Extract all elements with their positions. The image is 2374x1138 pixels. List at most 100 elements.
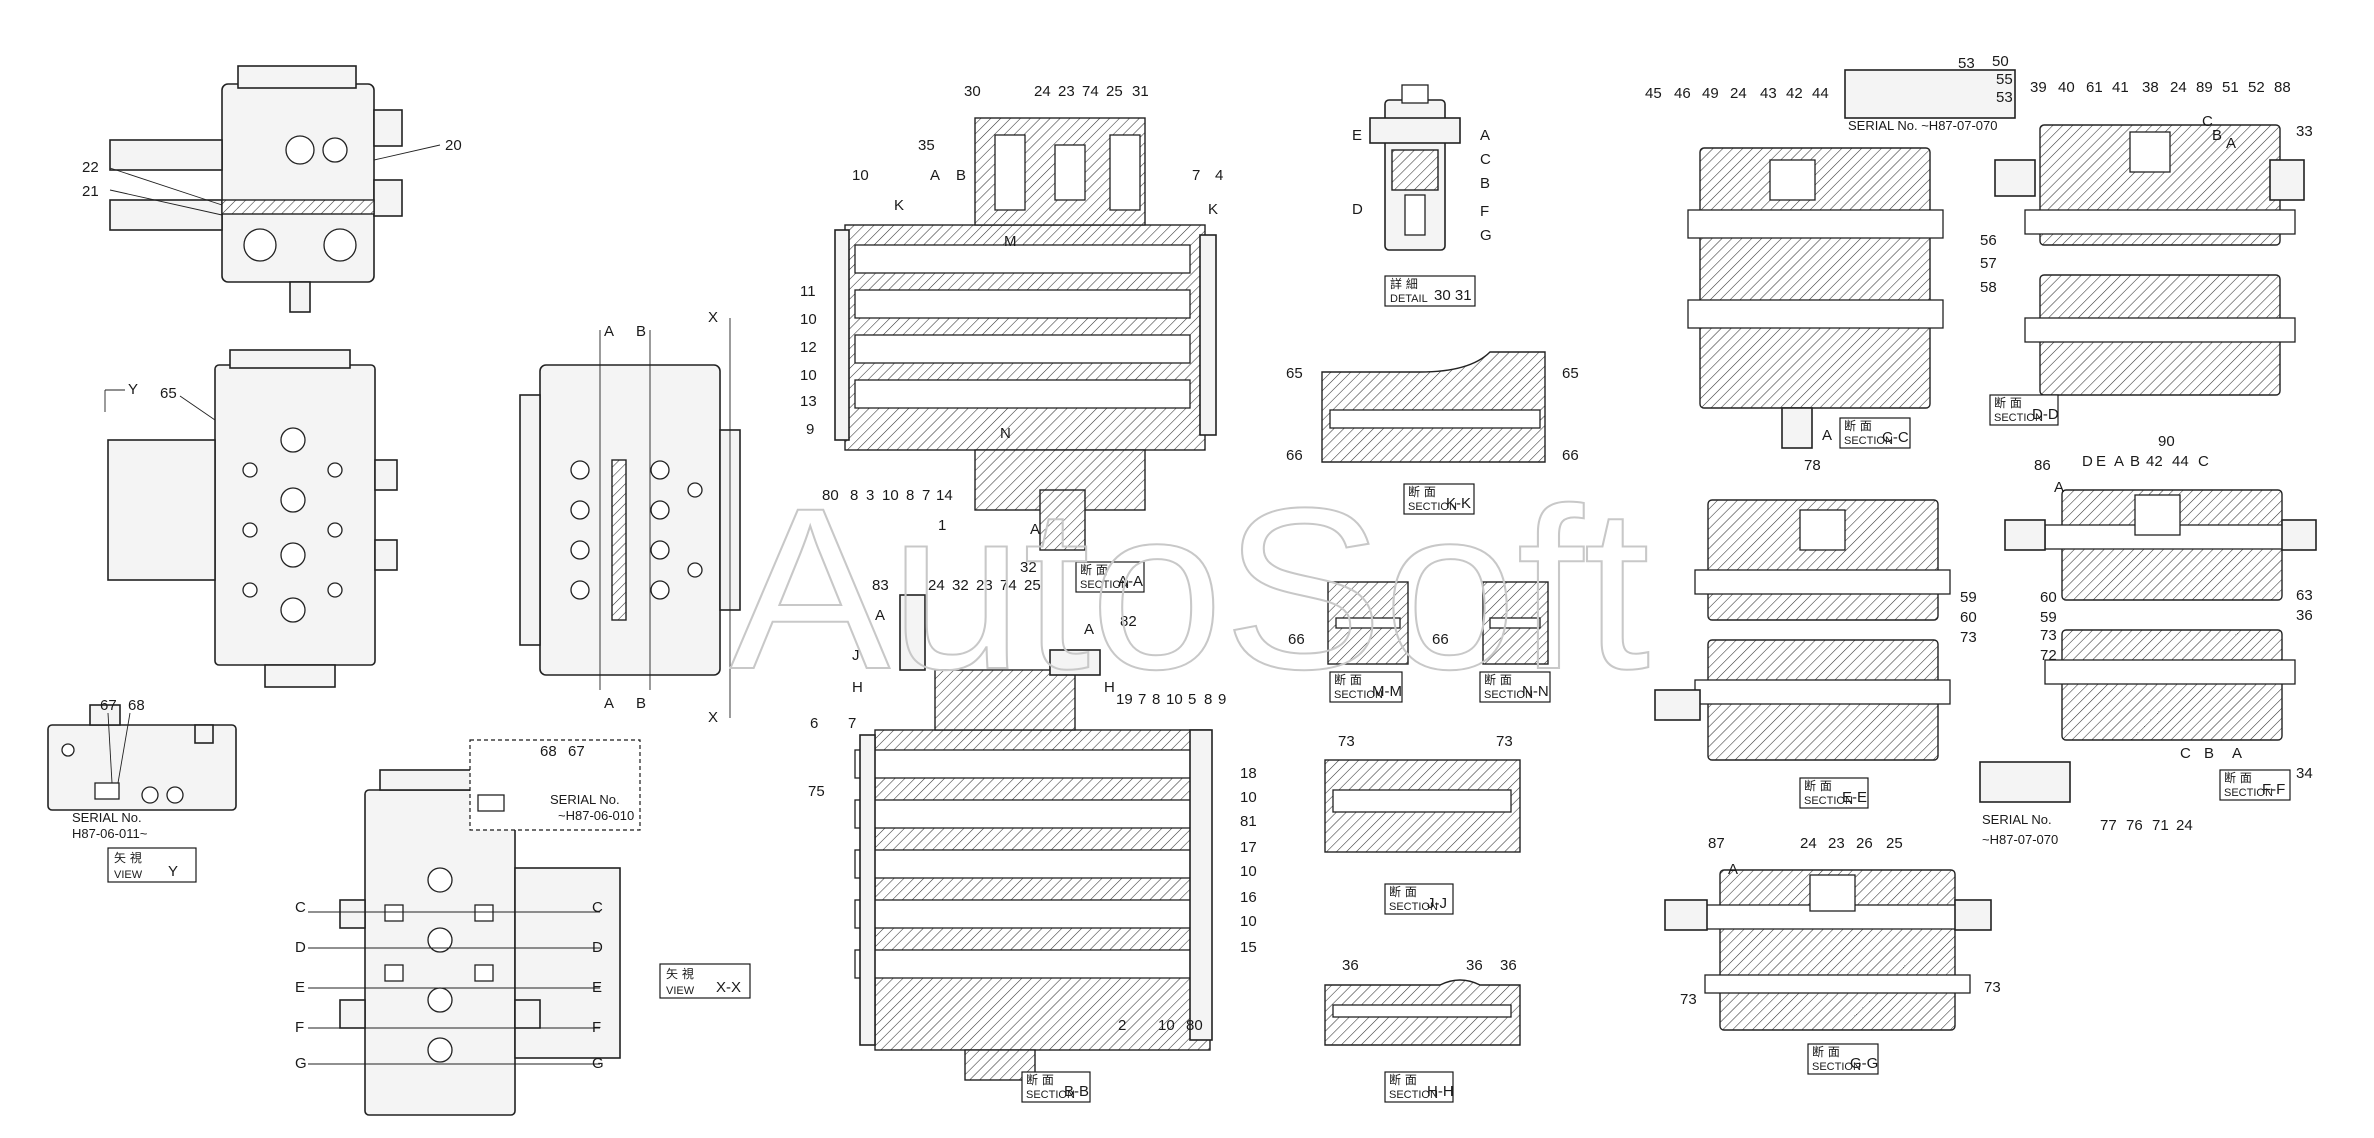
view-x-a-top: A: [604, 323, 614, 340]
view-y-drawing: [104, 349, 398, 688]
xx-f-right: F: [592, 1019, 601, 1036]
serial-y-value: H87-06-011~: [72, 826, 148, 841]
aa-4: 4: [1215, 167, 1223, 184]
ff-b: B: [2130, 453, 2140, 470]
svg-text:C-C: C-C: [1882, 429, 1909, 446]
ff-63: 63: [2296, 587, 2313, 604]
svg-text:SECTION: SECTION: [1389, 1089, 1438, 1101]
svg-text:M-M: M-M: [1372, 683, 1402, 700]
callout-21: 21: [82, 183, 99, 200]
aa-23: 23: [1058, 83, 1075, 100]
mm-66: 66: [1288, 631, 1305, 648]
dd-51: 51: [2222, 79, 2239, 96]
gg-26: 26: [1856, 835, 1873, 852]
aa-n: N: [1000, 425, 1011, 442]
caption-sec-aa: 断 面 SECTION A-A: [1075, 561, 1145, 593]
bb-a1: A: [875, 607, 885, 624]
ff-c: C: [2198, 453, 2209, 470]
svg-text:H-H: H-H: [1427, 1083, 1454, 1100]
gg-73a: 73: [1680, 991, 1697, 1008]
view-y-detail-drawing: [47, 704, 237, 811]
section-ee-drawing: [1654, 499, 1951, 761]
aa-31: 31: [1132, 83, 1149, 100]
dd-89: 89: [2196, 79, 2213, 96]
xx-c-left: C: [295, 899, 306, 916]
bb-8: 8: [1152, 691, 1160, 708]
aa-14: 14: [936, 487, 953, 504]
serial-ff-label: SERIAL No.: [1982, 812, 2052, 827]
xx-e-right: E: [592, 979, 602, 996]
svg-text:SECTION: SECTION: [1080, 579, 1129, 591]
view-x-b-bottom: B: [636, 695, 646, 712]
section-hh-drawing: [1324, 979, 1521, 1046]
svg-text:30 31: 30 31: [1434, 287, 1472, 304]
watermark: AutoSoft: [730, 460, 1650, 717]
section-mm-drawing: [1327, 581, 1409, 665]
bb-10e: 10: [1158, 1017, 1175, 1034]
aa-k-left: K: [894, 197, 904, 214]
aa-7b: 7: [922, 487, 930, 504]
xx-g-left: G: [295, 1055, 307, 1072]
xx-c-right: C: [592, 899, 603, 916]
bb-81: 81: [1240, 813, 1257, 830]
bb-32b: 32: [1020, 559, 1037, 576]
callout-65: 65: [160, 385, 177, 402]
svg-text:矢 視: 矢 視: [114, 850, 142, 865]
aa-74: 74: [1082, 83, 1099, 100]
ff-42: 42: [2146, 453, 2163, 470]
ff-b-bottom: B: [2204, 745, 2214, 762]
gg-73b: 73: [1984, 979, 2001, 996]
view-y-axis: Y: [128, 381, 138, 398]
svg-text:SECTION: SECTION: [1389, 901, 1438, 913]
aa-7: 7: [1192, 167, 1200, 184]
ee-60: 60: [1960, 609, 1977, 626]
bb-74: 74: [1000, 577, 1017, 594]
dd-a: A: [2226, 135, 2236, 152]
ff-77: 77: [2100, 817, 2117, 834]
bb-10b: 10: [1240, 789, 1257, 806]
caption-sec-gg: 断 面 SECTION G-G: [1807, 1043, 1879, 1075]
svg-text:N-N: N-N: [1522, 683, 1549, 700]
section-gg-drawing: [1664, 869, 1992, 1031]
bb-15: 15: [1240, 939, 1257, 956]
section-bb-drawing: [854, 594, 1213, 1081]
jj-73b: 73: [1496, 733, 1513, 750]
callout-67-y: 67: [100, 697, 117, 714]
ff-59: 59: [2040, 609, 2057, 626]
section-dd-drawing: [1994, 124, 2305, 396]
aa-35: 35: [918, 137, 935, 154]
aa-10c: 10: [800, 367, 817, 384]
dd-40: 40: [2058, 79, 2075, 96]
view-x-b-top: B: [636, 323, 646, 340]
detail-drawing: [1369, 84, 1461, 251]
ff-73: 73: [2040, 627, 2057, 644]
kk-65a: 65: [1286, 365, 1303, 382]
ff-76: 76: [2126, 817, 2143, 834]
svg-text:矢 視: 矢 視: [666, 966, 694, 981]
kk-66b: 66: [1562, 447, 1579, 464]
svg-text:断 面: 断 面: [1389, 1072, 1417, 1087]
dd-56: 56: [1980, 232, 1997, 249]
svg-text:SECTION: SECTION: [1804, 795, 1853, 807]
aa-12: 12: [800, 339, 817, 356]
svg-text:SECTION: SECTION: [1844, 435, 1893, 447]
cc-53a: 53: [1958, 55, 1975, 72]
svg-text:SECTION: SECTION: [1334, 689, 1383, 701]
xx-e-left: E: [295, 979, 305, 996]
jj-73a: 73: [1338, 733, 1355, 750]
svg-text:DETAIL: DETAIL: [1390, 293, 1428, 305]
bb-5: 5: [1188, 691, 1196, 708]
svg-text:SECTION: SECTION: [1026, 1089, 1075, 1101]
svg-text:D-D: D-D: [2032, 406, 2059, 423]
ff-c-bottom: C: [2180, 745, 2191, 762]
bb-32a: 32: [952, 577, 969, 594]
bb-83: 83: [872, 577, 889, 594]
dd-24: 24: [2170, 79, 2187, 96]
cc-24: 24: [1730, 85, 1747, 102]
aa-b: B: [956, 167, 966, 184]
kk-65b: 65: [1562, 365, 1579, 382]
view-x-end-drawing: [519, 318, 741, 718]
kk-66a: 66: [1286, 447, 1303, 464]
bb-24: 24: [928, 577, 945, 594]
caption-sec-ee: 断 面 SECTION E-E: [1799, 777, 1869, 809]
